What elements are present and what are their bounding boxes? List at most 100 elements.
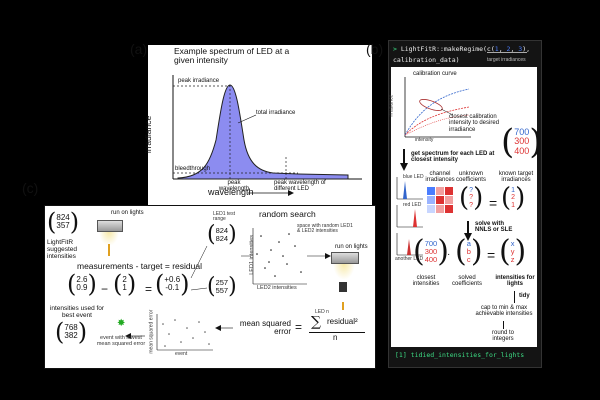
vec-solved-0: a (466, 239, 471, 249)
peak-wavelength-label: peak wavelength (218, 180, 250, 193)
code-line-1: > LightFitR::makeRegime(c(1, 2, 3), (393, 45, 531, 53)
vec-meas-1: 0.9 (76, 283, 88, 292)
over-n: n (333, 333, 338, 342)
vec-intensities: ( x y z ) (499, 237, 526, 267)
panel-b-letter: (b) (366, 41, 384, 57)
peak-wavelength-other-label: peak wavelength of different LED (274, 180, 326, 193)
matrix-cell (436, 187, 444, 195)
scatter-points (256, 233, 302, 277)
code-suffix: ), (522, 45, 531, 53)
vec-mid-bot-close: ) (228, 274, 237, 299)
vec-start-open: ( (47, 208, 57, 236)
mse-to-event-head (215, 325, 221, 331)
vec-int-close: ) (514, 234, 527, 269)
round-label: round to integers (491, 330, 515, 343)
vec-best: ( 768 382 ) (55, 320, 87, 344)
sensor-icon (339, 282, 347, 292)
vec-resid-open: ( (155, 270, 165, 298)
scatter-point (260, 235, 262, 237)
vec-resid-close: ) (180, 270, 190, 298)
panel-a-letter: (a) (130, 41, 148, 57)
scatter-point (288, 233, 290, 235)
residual-squared: residual² (327, 317, 358, 326)
spectra-mini (396, 177, 423, 256)
scatter-point (270, 249, 272, 251)
vec-mid-top-open: ( (207, 222, 216, 247)
calibration-curve-title: calibration curve (413, 71, 457, 77)
vec-unknown-2: ? (469, 201, 474, 209)
vec-solved-open: ( (455, 234, 467, 269)
connector-lines: ✸ (117, 228, 344, 351)
mse-axis-label: mean squared error (148, 309, 155, 354)
panel-a: Example spectrum of LED at a given inten… (143, 45, 372, 205)
lamp-glow-2 (333, 264, 355, 280)
scatter-point (278, 241, 280, 243)
vec-meas-0: 2.6 (76, 274, 88, 284)
vec-known: ( 1 2 1 ) (501, 185, 525, 211)
vec-closest-2: 400 (424, 254, 438, 264)
vec-target-c-0: 2 (122, 274, 127, 284)
vec-closest-close: ) (437, 234, 449, 269)
vec-red-0: 700 (514, 126, 530, 137)
channel-irradiances-label: channel irradiances (425, 171, 455, 184)
code-num-3: 3 (518, 45, 523, 53)
matrix-cell (427, 205, 435, 213)
vec-mid-bot-1: 557 (215, 286, 229, 295)
cal-curve-red2 (404, 114, 470, 136)
vec-start-1: 357 (56, 221, 70, 230)
code-prefix: LightFitR::makeRegime(c( (400, 45, 495, 53)
vec-known-values: 1 2 1 (511, 187, 515, 209)
vec-closest-values: 700 300 400 (425, 240, 438, 264)
known-target-label: known target irradiances (498, 171, 534, 184)
cal-irradiance-axis: irradiance (388, 94, 395, 117)
random-space-annot: space with random LED1 & LED2 intensitie… (297, 223, 353, 235)
best-event-label: intensities used for best event (49, 305, 105, 319)
lamp-icon-1 (97, 220, 123, 232)
arrow-solve (467, 221, 469, 235)
solved-coefficients-label: solved coefficients (452, 275, 482, 288)
x-axis-title: wavelength (208, 187, 254, 197)
spectrum-curve (177, 84, 349, 180)
vec-unknown-0: ? (469, 186, 474, 194)
equals-sign-2: = (487, 247, 496, 263)
led2-intensities-label: LED2 intensities (257, 285, 297, 291)
spectrum-plot (172, 75, 362, 196)
output-prompt: [1] (395, 351, 407, 359)
vec-resid: ( +0.6 -0.1 ) (155, 272, 190, 296)
scatter-point (256, 253, 258, 255)
vec-target-c-close: ) (126, 270, 137, 298)
vec-mid-top-close: ) (228, 222, 237, 247)
vec-known-open: ( (501, 183, 512, 213)
event-to-best-head (125, 333, 131, 339)
scatter-to-lamp-head (325, 253, 331, 259)
vec-best-values: 768 382 (64, 322, 78, 341)
bleedthrough-label: bleedthrough (175, 166, 211, 172)
vec-int-1: y (510, 247, 515, 257)
peak-irradiance-label: peak irradiance (178, 78, 220, 84)
vec-mid-bot-open: ( (207, 274, 216, 299)
calibration-plot (404, 77, 471, 138)
scatter-point (264, 267, 266, 269)
vec-best-0: 768 (64, 322, 78, 332)
scatter-point (274, 275, 276, 277)
arrow-solve-head (464, 233, 472, 241)
equals-sign: = (489, 195, 498, 211)
scatter-point (268, 261, 270, 263)
output-line: [1] tidied_intensities_for_lights (395, 351, 524, 359)
scatter-point (282, 255, 284, 257)
vec-resid-1: -0.1 (165, 283, 180, 292)
led1-intensities-label: LED1 intensities (248, 235, 255, 275)
vec-resid-values: +0.6 -0.1 (164, 275, 180, 293)
vec-solved-1: b (466, 247, 471, 257)
panel-b-terminal: > LightFitR::makeRegime(c(1, 2, 3), cali… (388, 40, 543, 368)
panel-c: ( 824 357 ) LightFitR suggested intensit… (44, 205, 376, 369)
total-irradiance-pointer (237, 114, 257, 124)
vec-best-open: ( (55, 318, 65, 346)
vec-closest-1: 300 (424, 247, 438, 257)
event-axis-label: event (175, 351, 188, 357)
target-irradiances-label: target irradiances (487, 57, 526, 63)
vec-mid-bot: ( 257 557 ) (207, 276, 237, 298)
vec-solved-values: a b c (467, 240, 471, 264)
led-label-red: red LED (403, 202, 422, 208)
event-point (208, 343, 210, 345)
